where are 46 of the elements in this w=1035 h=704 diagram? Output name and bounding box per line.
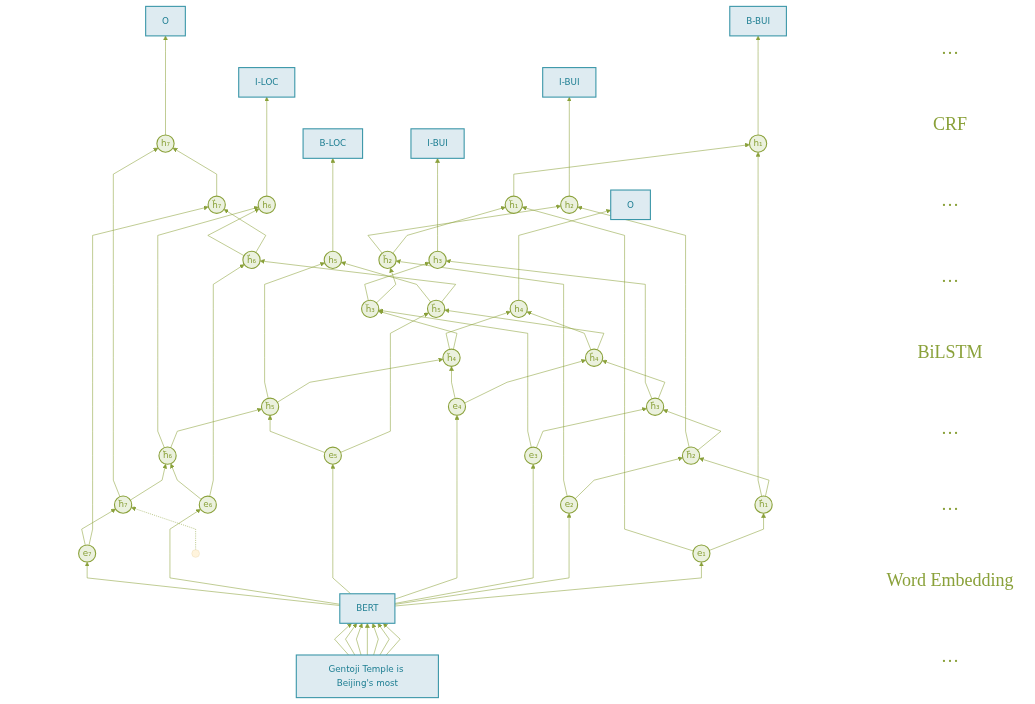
- side-label: …: [940, 417, 960, 439]
- node-circle: h⃖₆: [158, 446, 177, 465]
- node-circle: e₃: [524, 446, 543, 465]
- node-circle: h⃖₂: [378, 250, 397, 270]
- side-label: …: [940, 189, 960, 211]
- node-box: O: [145, 5, 186, 37]
- node-circle: h₇: [156, 134, 175, 153]
- node-circle: h₂: [560, 195, 579, 214]
- node-circle: e₁: [692, 544, 711, 563]
- node-circle: h⃗₅: [426, 299, 446, 318]
- node-circle: h⃗₄: [584, 348, 604, 367]
- side-label: CRF: [932, 113, 968, 135]
- side-label: …: [940, 37, 960, 59]
- node-circle: e₇: [78, 544, 97, 563]
- node-circle: h⃖₁: [504, 195, 523, 214]
- node-circle: h⃗₆: [242, 250, 261, 270]
- node-box: BERT: [339, 593, 396, 624]
- node-box: O: [610, 189, 651, 221]
- node-circle: h⃗₁: [754, 495, 773, 514]
- side-label: …: [940, 645, 960, 667]
- node-box: I-BUI: [410, 128, 465, 159]
- node-box: B-LOC: [302, 128, 364, 159]
- node-box: Gentoji Temple is Beijing's most: [295, 654, 439, 699]
- node-circle: e₄: [447, 397, 467, 416]
- node-circle: e₂: [560, 495, 579, 514]
- node-circle: h⃖₅: [260, 397, 280, 416]
- node-circle: h⃗₇: [207, 195, 226, 214]
- node-box: B-BUI: [729, 5, 787, 37]
- node-circle: h₃: [428, 250, 447, 270]
- node-box: I-LOC: [238, 67, 296, 98]
- node-circle: h⃖₄: [442, 348, 461, 367]
- node-circle: e₆: [198, 495, 217, 514]
- node-circle: h⃗₃: [645, 397, 665, 416]
- node-circle: h⃗₂: [681, 446, 701, 465]
- node-circle: h₆: [257, 195, 276, 214]
- node-circle: h₁: [748, 134, 768, 153]
- side-label: BiLSTM: [916, 341, 984, 363]
- node-circle: h₅: [323, 250, 342, 270]
- node-box: I-BUI: [542, 67, 597, 98]
- side-label: Word Embedding: [885, 569, 1015, 591]
- side-label: …: [940, 265, 960, 287]
- side-label: …: [940, 493, 960, 515]
- node-circle: h⃖₃: [361, 299, 380, 318]
- node-circle: h₄: [509, 299, 528, 318]
- node-circle: e₅: [323, 446, 342, 465]
- node-circle: h⃖₇: [113, 495, 133, 514]
